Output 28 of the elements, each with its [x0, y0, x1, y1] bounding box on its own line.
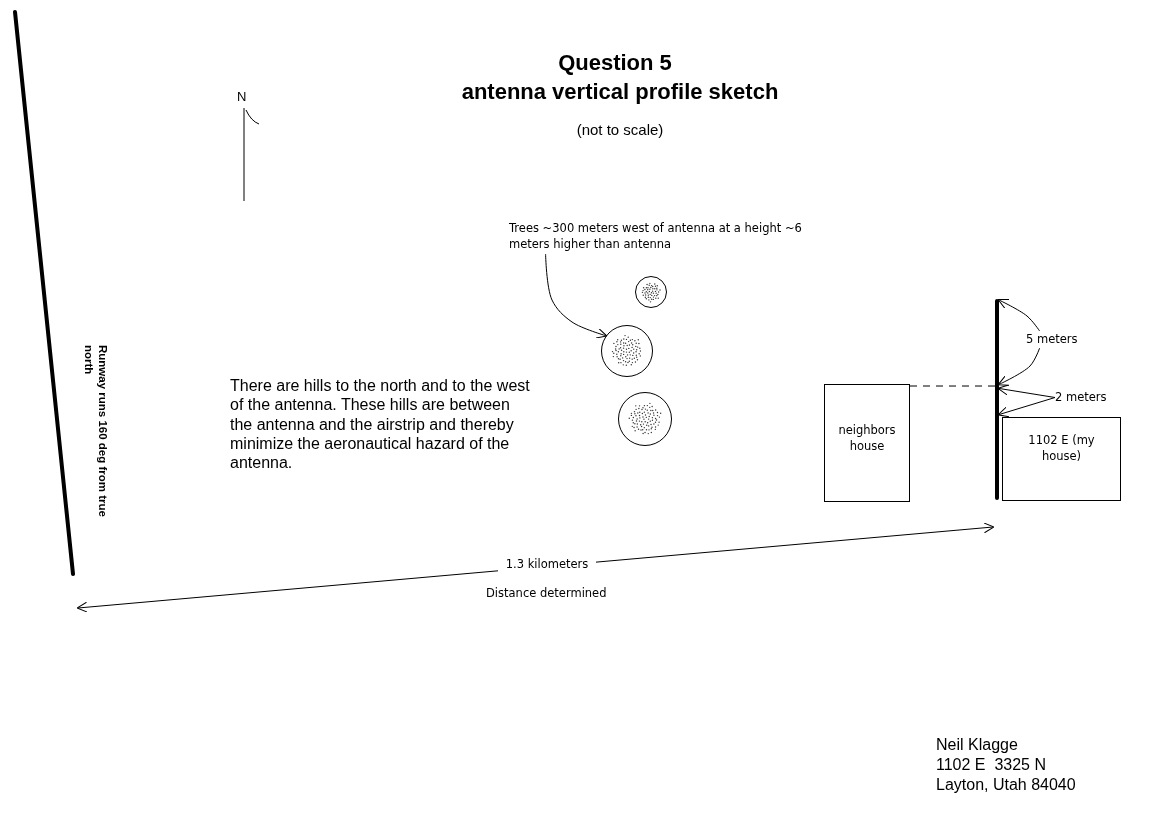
annotation-text: Trees ~300 meters west of antenna at a height ~6 meters higher than antenna	[509, 220, 804, 254]
house-box	[1002, 417, 1121, 501]
address-text: 1102 E 3325 N	[936, 755, 1047, 775]
tree-drawing	[618, 392, 672, 446]
house-label: neighbors house	[837, 422, 897, 455]
note-text: (not to scale)	[575, 121, 665, 139]
measurement-label: 2 meters	[1055, 389, 1117, 406]
note-text: Distance determined	[486, 587, 608, 601]
arrow	[545, 253, 608, 339]
dimension-label: 1.3 kilometers	[498, 558, 596, 572]
house-box	[824, 384, 910, 502]
address-text: Layton, Utah 84040	[936, 775, 1077, 795]
house-label: 1102 E (my house)	[1027, 432, 1096, 465]
address-text: Neil Klagge	[936, 735, 1019, 755]
paragraph-text: There are hills to the north and to the west of the antenna. These hills are between the antenna and the airstrip and thereby minimize the aeronautical hazard of the antenna.	[230, 376, 530, 473]
arrow	[997, 384, 1056, 398]
subtitle: antenna vertical profile sketch	[460, 79, 780, 106]
north-label: N	[237, 89, 248, 105]
tree-drawing	[601, 325, 653, 377]
arrow	[997, 397, 1056, 418]
tree-drawing	[635, 276, 667, 308]
title: Question 5	[557, 50, 673, 76]
runway-label: Runway runs 160 deg from true north	[82, 345, 109, 519]
arrow	[997, 298, 1041, 332]
measurement-label: 5 meters	[1026, 331, 1088, 348]
antenna-mast	[995, 299, 999, 500]
dashed-line	[909, 385, 996, 387]
arrow	[997, 347, 1041, 386]
